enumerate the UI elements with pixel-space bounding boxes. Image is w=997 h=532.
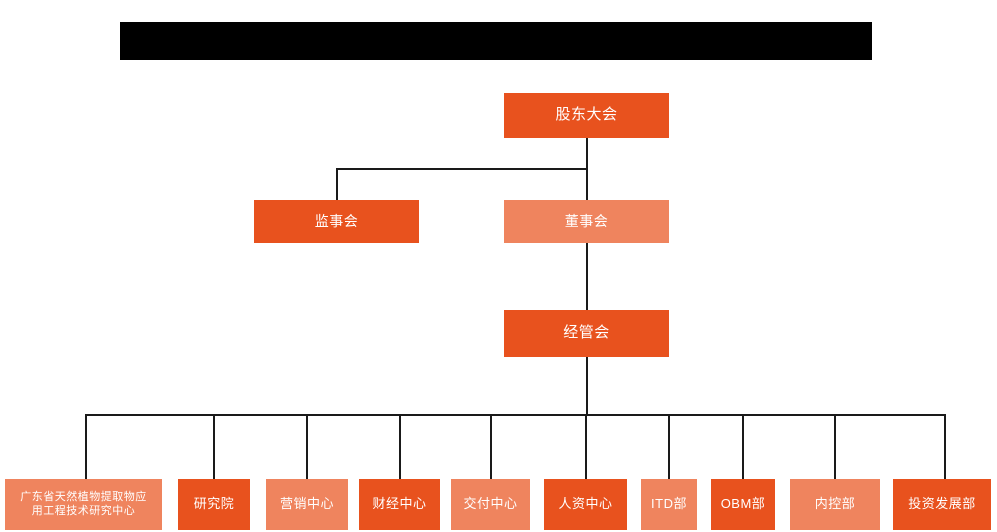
node-itd-dept[interactable]: ITD部	[641, 479, 697, 530]
connector-drop-finance-center	[399, 414, 401, 479]
connector-drop-marketing-center	[306, 414, 308, 479]
connector-drop-research-institute	[213, 414, 215, 479]
node-supervisors[interactable]: 监事会	[254, 200, 419, 243]
node-gd-research-center[interactable]: 广东省天然植物提取物应 用工程技术研究中心	[5, 479, 162, 530]
connector-supervisors-drop	[336, 168, 338, 200]
connector-level2-bus	[336, 168, 588, 170]
connector-drop-hr-center	[585, 414, 587, 479]
node-finance-center[interactable]: 财经中心	[359, 479, 440, 530]
node-internal-control-dept-label: 内控部	[814, 496, 856, 512]
node-hr-center[interactable]: 人资中心	[544, 479, 627, 530]
node-itd-dept-label: ITD部	[651, 496, 687, 512]
node-directors-label: 董事会	[564, 212, 609, 229]
node-supervisors-label: 监事会	[314, 212, 359, 229]
node-management[interactable]: 经管会	[504, 310, 669, 357]
node-delivery-center[interactable]: 交付中心	[451, 479, 530, 530]
node-finance-center-label: 财经中心	[372, 496, 427, 512]
node-management-label: 经管会	[563, 324, 610, 342]
redacted-title-bar	[120, 22, 872, 60]
connector-drop-delivery-center	[490, 414, 492, 479]
connector-drop-gd-research-center	[85, 414, 87, 479]
node-shareholders[interactable]: 股东大会	[504, 93, 669, 138]
node-investment-dev-dept-label: 投资发展部	[908, 496, 976, 512]
connector-departments-bus	[85, 414, 946, 416]
node-marketing-center[interactable]: 营销中心	[266, 479, 348, 530]
node-obm-dept-label: OBM部	[720, 496, 766, 512]
connector-drop-itd-dept	[668, 414, 670, 479]
connector-directors-to-management	[586, 243, 588, 310]
node-research-institute[interactable]: 研究院	[178, 479, 250, 530]
node-shareholders-label: 股东大会	[555, 106, 618, 124]
connector-drop-obm-dept	[742, 414, 744, 479]
node-investment-dev-dept[interactable]: 投资发展部	[893, 479, 991, 530]
connector-shareholders-down	[586, 138, 588, 169]
node-marketing-center-label: 营销中心	[279, 496, 334, 512]
node-gd-research-center-label: 广东省天然植物提取物应 用工程技术研究中心	[20, 490, 147, 517]
connector-management-down	[586, 357, 588, 415]
node-internal-control-dept[interactable]: 内控部	[790, 479, 880, 530]
connector-drop-investment-dev-dept	[944, 414, 946, 479]
node-research-institute-label: 研究院	[193, 496, 235, 512]
node-obm-dept[interactable]: OBM部	[711, 479, 775, 530]
node-delivery-center-label: 交付中心	[463, 496, 518, 512]
node-hr-center-label: 人资中心	[558, 496, 613, 512]
connector-drop-internal-control-dept	[834, 414, 836, 479]
connector-directors-drop	[586, 168, 588, 200]
node-directors[interactable]: 董事会	[504, 200, 669, 243]
